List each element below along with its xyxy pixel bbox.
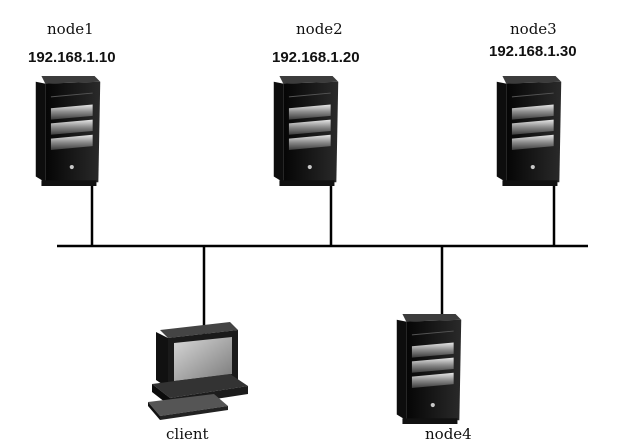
node-client: client — [148, 322, 248, 443]
node-name-label: client — [166, 425, 209, 443]
server-tower-icon — [396, 314, 462, 424]
node-ip-label: 192.168.1.20 — [272, 49, 360, 66]
node-name-label: node3 — [510, 20, 557, 38]
node-name-label: node4 — [425, 425, 472, 443]
node-name-label: node2 — [296, 20, 343, 38]
node-node1: node1 192.168.1.10 — [28, 20, 116, 186]
server-tower-icon — [273, 76, 339, 186]
node-node3: node3 192.168.1.30 — [489, 20, 577, 186]
server-tower-icon — [35, 76, 101, 186]
network-bus — [57, 183, 588, 370]
node-ip-label: 192.168.1.30 — [489, 43, 577, 60]
node-ip-label: 192.168.1.10 — [28, 49, 116, 66]
node-node2: node2 192.168.1.20 — [272, 20, 360, 186]
desktop-computer-icon — [148, 322, 248, 420]
server-tower-icon — [496, 76, 562, 186]
node-name-label: node1 — [47, 20, 94, 38]
node-node4: node4 — [396, 314, 472, 443]
